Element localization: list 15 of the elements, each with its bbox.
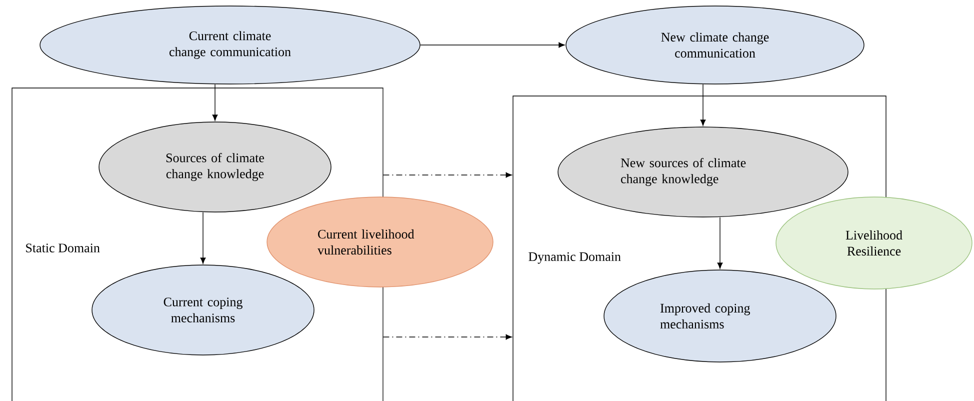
arrow (420, 42, 565, 48)
ellipse-node: Current coping mechanisms (92, 264, 314, 356)
ellipse-node: New sources of climate change knowledge (558, 126, 848, 218)
arrow (382, 334, 512, 340)
ellipse-node: Improved coping mechanisms (604, 270, 836, 362)
arrow (717, 217, 723, 269)
ellipse-node: Livelihood Resilience (776, 196, 972, 290)
arrow (212, 84, 218, 121)
arrow (200, 212, 206, 264)
ellipse-node: Current climate change communication (40, 6, 420, 84)
ellipse-node: New climate change communication (566, 6, 864, 84)
arrow (700, 84, 706, 126)
ellipse-node: Current livelihood vulnerabilities (266, 196, 494, 288)
ellipse-node: Sources of climate change knowledge (98, 122, 332, 212)
arrow (382, 172, 512, 178)
